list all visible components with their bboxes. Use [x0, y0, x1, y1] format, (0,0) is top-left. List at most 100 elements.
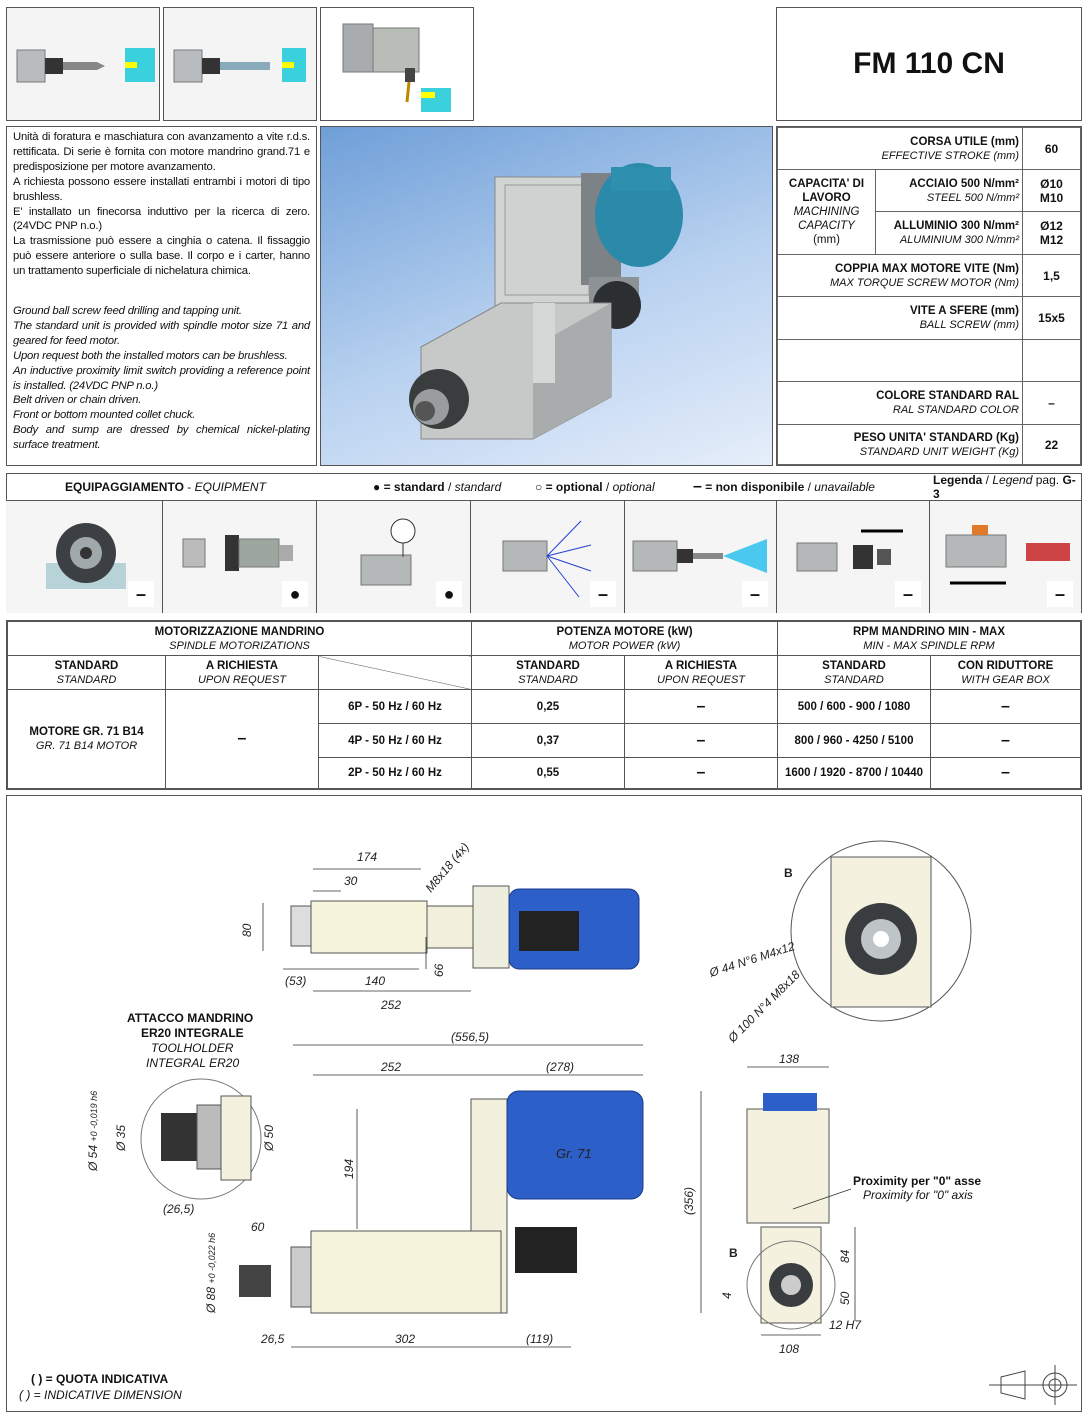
dim-302: 302	[395, 1332, 415, 1346]
proximity-it: Proximity per "0" asse	[853, 1174, 981, 1188]
diagonal-cell	[318, 655, 472, 690]
equipment-header: EQUIPAGGIAMENTO - EQUIPMENT ● = standard…	[6, 473, 1082, 501]
tapping-thumbnail	[163, 7, 317, 121]
desc-en-line: The standard unit is provided with spind…	[13, 319, 310, 347]
dim-35: Ø 35	[114, 1125, 128, 1152]
power-request-cell: –	[624, 723, 778, 758]
empty-cell	[777, 339, 1023, 382]
equip-coolant: –	[471, 501, 625, 613]
dim-m8: M8x18 (4x)	[423, 840, 472, 895]
dim-12h7: 12 H7	[829, 1318, 862, 1332]
side-view	[239, 1090, 644, 1314]
gear-cell: –	[930, 723, 1081, 758]
view-b-label: B	[784, 866, 793, 880]
description-italian: Unità di foratura e maschiatura con avan…	[6, 126, 317, 298]
dim-26-5-paren: (26,5)	[163, 1202, 194, 1216]
torque-label: COPPIA MAX MOTORE VITE (Nm)MAX TORQUE SC…	[777, 254, 1023, 297]
poles-cell: 6P - 50 Hz / 60 Hz	[318, 689, 472, 724]
dim-m4: Ø 44 N°6 M4x12	[707, 939, 797, 980]
stroke-label: CORSA UTILE (mm)EFFECTIVE STROKE (mm)	[777, 127, 1023, 170]
poles-cell: 2P - 50 Hz / 60 Hz	[318, 757, 472, 789]
dim-54: Ø 54 +0 -0,019 h6	[86, 1091, 100, 1172]
motor-request-cell: –	[165, 689, 319, 789]
desc-en-line: Front or bottom mounted collet chuck.	[13, 409, 196, 422]
gear-cell: –	[930, 689, 1081, 724]
toolholder-detail	[140, 1078, 262, 1200]
attach-en-2: INTEGRAL ER20	[146, 1056, 239, 1070]
dim-108: 108	[779, 1342, 799, 1356]
dim-50: Ø 50	[262, 1125, 276, 1152]
attach-it-2: ER20 INTEGRALE	[141, 1026, 244, 1040]
top-view	[290, 885, 640, 970]
stroke-value: 60	[1022, 127, 1081, 170]
attach-en-1: TOOLHOLDER	[151, 1041, 234, 1055]
poles-cell: 4P - 50 Hz / 60 Hz	[318, 723, 472, 758]
equip-collet-quick: –	[777, 501, 930, 613]
dim-138: 138	[779, 1052, 799, 1066]
power-cell: 0,37	[471, 723, 625, 758]
view-b-label-small: B	[729, 1246, 738, 1260]
equip-symbol: ●	[282, 581, 308, 607]
screw-value: 15x5	[1022, 296, 1081, 340]
indicative-note-en: ( ) = INDICATIVE DIMENSION	[19, 1388, 182, 1402]
indicative-note-it: ( ) = QUOTA INDICATIVA	[31, 1372, 169, 1386]
description-english: Ground ball screw feed drilling and tapp…	[6, 298, 317, 466]
equip-symbol: –	[128, 581, 154, 607]
technical-drawing: 174 30 M8x18 (4x) 80 (53) 140 66 252 B Ø…	[6, 795, 1082, 1412]
dim-53: (53)	[285, 974, 306, 988]
dim-26-5: 26,5	[260, 1332, 285, 1346]
desc-en-line: An inductive proximity limit switch prov…	[13, 364, 310, 392]
dim-88: Ø 88 +0 -0,022 h6	[204, 1233, 218, 1314]
dim-119: (119)	[526, 1332, 553, 1346]
desc-en-line: Body and sump are dressed by chemical ni…	[13, 424, 310, 452]
dim-m8b: Ø 100 N°4 M8x18	[725, 967, 803, 1045]
power-cell: 0,55	[471, 757, 625, 789]
dim-30: 30	[344, 874, 358, 888]
gear-cell: –	[930, 757, 1081, 789]
dim-252a: 252	[380, 998, 401, 1012]
weight-value: 22	[1022, 424, 1081, 465]
dim-556-5: (556,5)	[451, 1030, 489, 1044]
dim-50b: 50	[838, 1291, 852, 1305]
gr71-label: Gr. 71	[556, 1146, 592, 1161]
screw-label: VITE A SFERE (mm)BALL SCREW (mm)	[777, 296, 1023, 340]
equip-gear-box: ●	[163, 501, 317, 613]
drilling-thumbnail	[6, 7, 160, 121]
empty-value	[1022, 339, 1081, 382]
dim-80: 80	[240, 923, 254, 937]
dim-60: 60	[251, 1220, 265, 1234]
dim-140: 140	[365, 974, 385, 988]
equip-through-coolant: –	[625, 501, 777, 613]
projection-symbol-icon	[989, 1365, 1077, 1405]
equip-symbol: –	[1047, 581, 1073, 607]
motor-power-header: POTENZA MOTORE (kW)MOTOR POWER (kW)	[471, 621, 778, 656]
specs-table: CORSA UTILE (mm)EFFECTIVE STROKE (mm)60 …	[776, 126, 1082, 466]
dim-252b: 252	[380, 1060, 401, 1074]
proximity-en: Proximity for "0" axis	[863, 1188, 973, 1202]
desc-en-line: Upon request both the installed motors c…	[13, 349, 288, 362]
front-view	[746, 1093, 836, 1330]
weight-label: PESO UNITA' STANDARD (Kg)STANDARD UNIT W…	[777, 424, 1023, 465]
equip-symbol: –	[742, 581, 768, 607]
rpm-cell: 800 / 960 - 4250 / 5100	[777, 723, 931, 758]
view-b-large	[790, 840, 972, 1022]
dim-194: 194	[342, 1159, 356, 1179]
equip-symbol: ●	[436, 581, 462, 607]
desc-en-line: Belt driven or chain driven.	[13, 394, 142, 407]
power-request-cell: –	[624, 757, 778, 789]
rpm-cell: 500 / 600 - 900 / 1080	[777, 689, 931, 724]
power-request-cell: –	[624, 689, 778, 724]
legend-standard: ● = standard / standard	[373, 480, 502, 494]
desc-it-line: A richiesta possono essere installati en…	[13, 175, 310, 203]
